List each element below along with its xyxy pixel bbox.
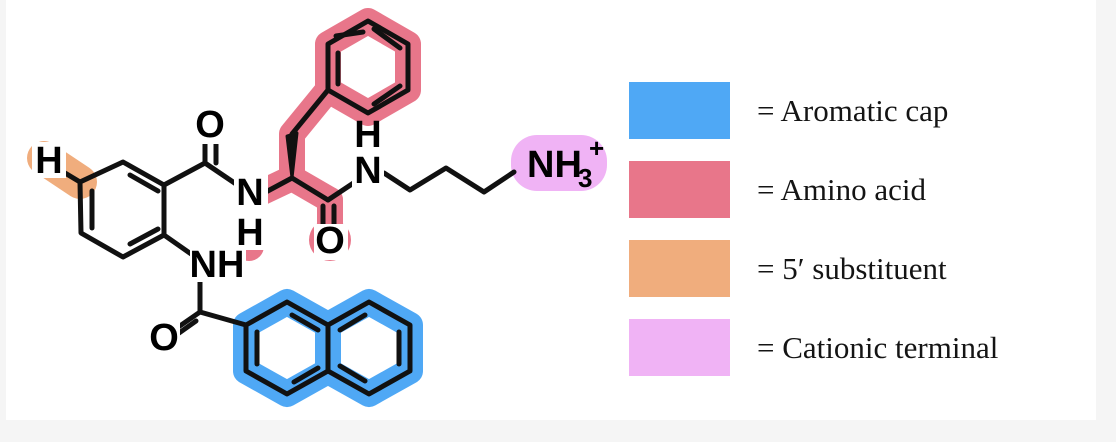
knockout-nh-left (234, 172, 268, 250)
phenyl-side-chain-ring (325, 18, 411, 116)
legend-item-cationic-terminal: = Cationic terminal (629, 319, 1099, 376)
aromatic-cap-swatch (629, 82, 730, 139)
atom-label-nh-aniline: NH (190, 244, 245, 286)
naphthalene-ring-system (243, 299, 413, 397)
legend-item-five-prime-substituent: = 5′ substituent (629, 240, 1099, 297)
atom-label-ammonium-subscript: 3 (578, 163, 592, 193)
amino-acid-swatch (629, 161, 730, 218)
atom-label-o-benzamide: O (195, 104, 225, 146)
atom-label-ammonium-charge: + (589, 133, 604, 163)
atom-label-o-center: O (315, 220, 345, 262)
legend-label-five-prime-substituent: = 5′ substituent (757, 251, 947, 286)
knockout-nh-aniline (190, 248, 246, 282)
atom-label-n-amide-right: N (354, 150, 381, 192)
atom-label-h-5prime: H (35, 140, 62, 182)
legend-label-aromatic-cap: = Aromatic cap (757, 93, 949, 128)
atom-label-ammonium: NH (527, 144, 582, 186)
knockout-nh-right (352, 128, 384, 190)
central-benzene-ring (77, 159, 167, 260)
figure-canvas: H O N H O H N NH O NH 3 + = Aromatic cap (6, 0, 1096, 420)
knockout-o-center (314, 224, 348, 260)
benzyl-ch2-bond (289, 87, 331, 137)
five-prime-substituent-swatch (629, 240, 730, 297)
atom-label-h-amide-right: H (354, 114, 381, 156)
legend-item-amino-acid: = Amino acid (629, 161, 1099, 218)
legend-label-cationic-terminal: = Cationic terminal (757, 330, 999, 365)
alpha-carbon-to-n-bond (261, 175, 295, 196)
atom-label-o-naphthoyl: O (149, 317, 179, 359)
knockout-o-benzamide (194, 108, 226, 144)
cationic-terminal-highlight (511, 135, 607, 191)
cationic-terminal-swatch (629, 319, 730, 376)
chemical-structure-diagram: H O N H O H N NH O NH 3 + (27, 8, 607, 407)
knockout-o-naphthoyl (148, 320, 180, 356)
atom-label-n-amide-left: N (236, 172, 263, 214)
legend-label-amino-acid: = Amino acid (757, 172, 927, 207)
knockout-h-5prime (32, 142, 66, 178)
propyl-chain (381, 165, 517, 195)
atom-label-h-amide-left: H (236, 212, 263, 254)
legend: = Aromatic cap = Amino acid = 5′ substit… (629, 82, 1099, 382)
legend-item-aromatic-cap: = Aromatic cap (629, 82, 1099, 139)
